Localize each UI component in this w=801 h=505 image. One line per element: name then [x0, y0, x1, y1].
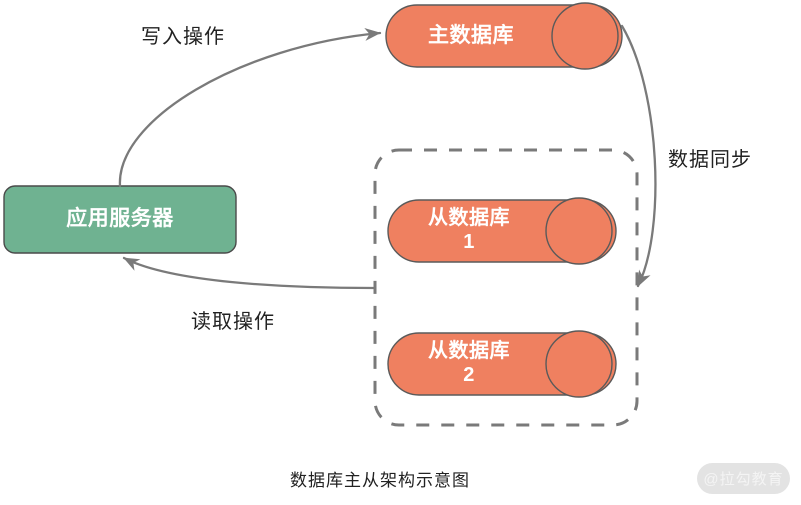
diagram-caption: 数据库主从架构示意图	[290, 471, 470, 490]
data-sync-arrow[interactable]	[620, 24, 657, 288]
write-operation-label: 写入操作	[141, 26, 225, 48]
read-operation-arrow[interactable]	[122, 256, 376, 290]
watermark-badge: @拉勾教育	[697, 463, 790, 494]
data-sync-label: 数据同步	[668, 149, 752, 171]
read-operation-label: 读取操作	[191, 311, 275, 333]
master-database-node-disc	[551, 2, 619, 70]
write-operation-arrow[interactable]	[118, 27, 382, 188]
slave-database-1-node-disc	[545, 197, 613, 265]
slave-database-2-node-disc	[545, 330, 613, 398]
